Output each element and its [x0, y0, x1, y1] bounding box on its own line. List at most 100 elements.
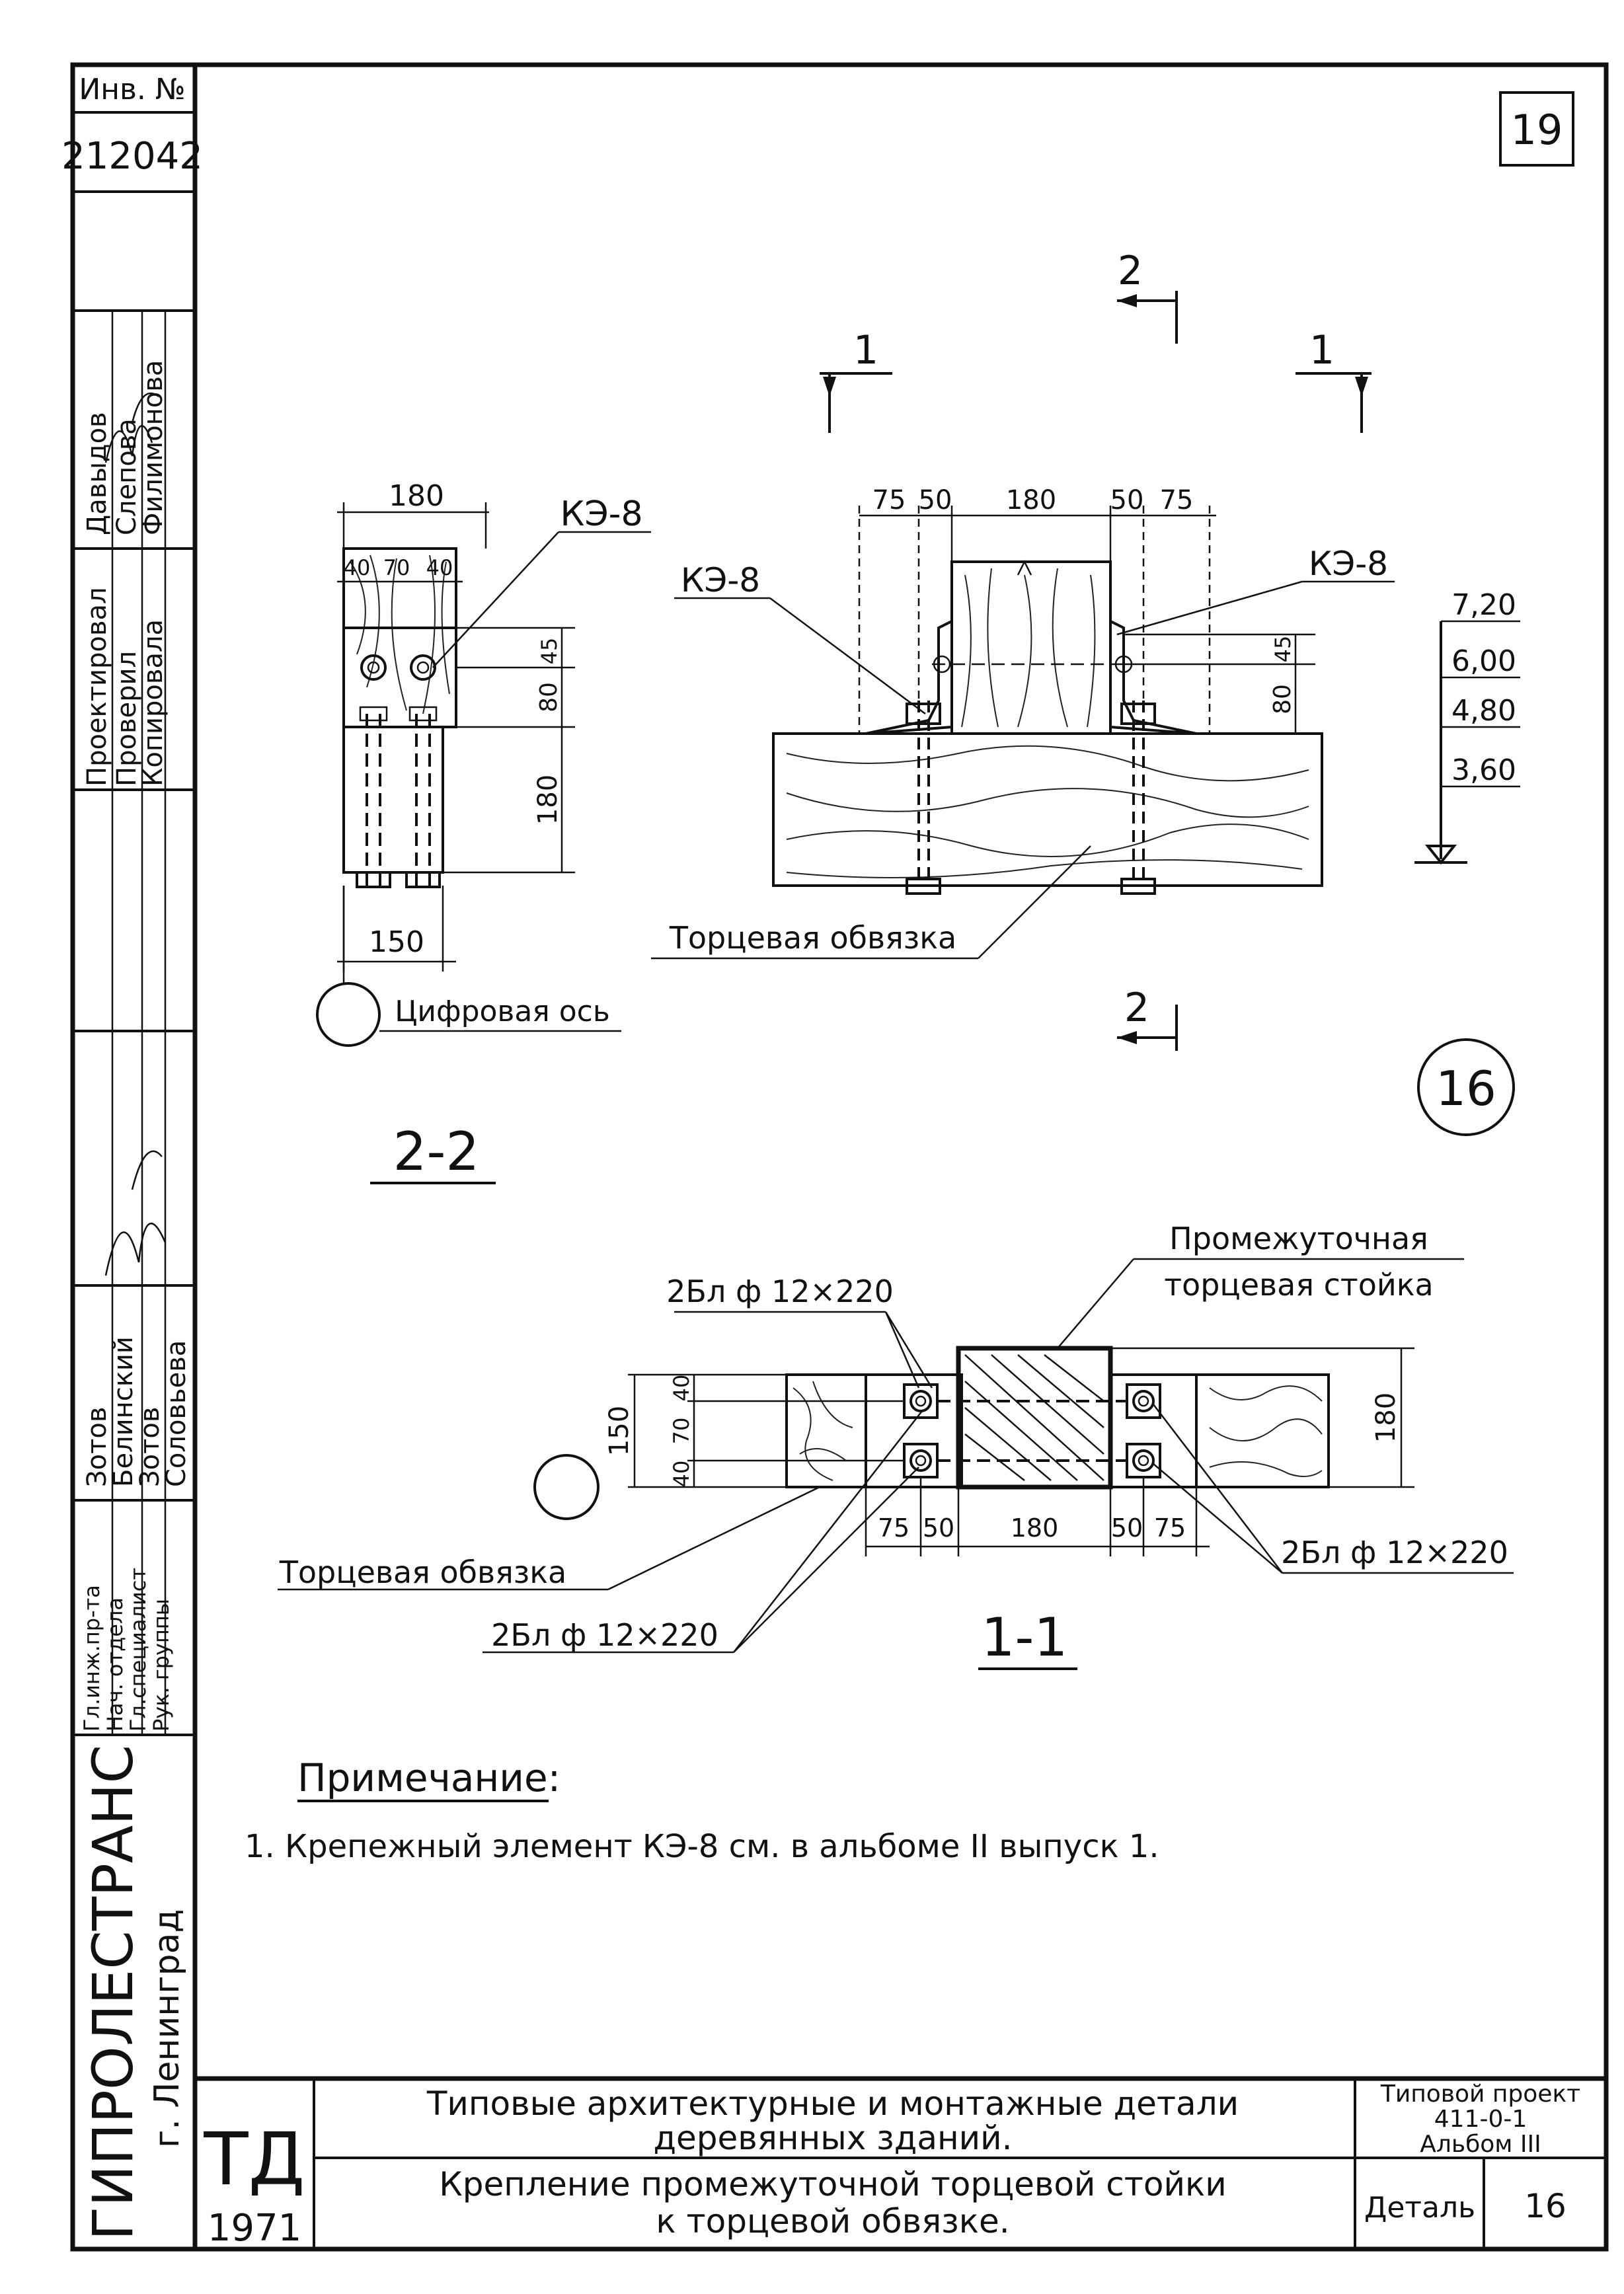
- stamp-name-b3: Зотов: [135, 1407, 165, 1487]
- stamp-name-b4: Соловьева: [161, 1340, 192, 1487]
- elev-beam-label: Торцевая обвязка: [669, 920, 956, 956]
- tb-project-1: Типовой проект: [1380, 2081, 1580, 2108]
- svg-text:ГИПРОЛЕСТРАНС: ГИПРОЛЕСТРАНС: [81, 1745, 145, 2240]
- s22-dim-b: 70: [383, 555, 410, 580]
- s22-dim-bottom: 150: [369, 925, 424, 959]
- s11-post-label-2: торцевая стойка: [1164, 1267, 1433, 1303]
- elev-dim-r1: 45: [1270, 636, 1295, 663]
- s11-dim-b2: 50: [923, 1513, 954, 1543]
- s11-dim-b5: 75: [1154, 1513, 1186, 1543]
- organization-city: г. Ленинград: [147, 1909, 187, 2148]
- sheet-number-box: [1499, 91, 1574, 167]
- s11-beam-label: Торцевая обвязка: [279, 1554, 566, 1590]
- elev-dim-2: 50: [919, 485, 952, 516]
- tb-detail-number: 16: [1524, 2187, 1566, 2225]
- tb-title-2: деревянных зданий.: [653, 2119, 1012, 2157]
- s22-dim-r3: 180: [533, 775, 563, 825]
- s22-dim-r2: 80: [535, 682, 562, 712]
- elev-dim-4: 50: [1110, 485, 1144, 516]
- stamp-name-3: Филимонова: [138, 360, 169, 535]
- level-1: 7,20: [1451, 588, 1516, 622]
- stamp-role-designer: Проектировал: [82, 587, 112, 786]
- cut-mark-2-top: 2: [1118, 248, 1143, 294]
- detail-circle-label: 16: [1436, 1061, 1496, 1116]
- level-3: 4,80: [1451, 694, 1516, 728]
- cut-mark-1-right: 1: [1309, 327, 1334, 373]
- cut-mark-2-bottom: 2: [1124, 985, 1149, 1031]
- svg-text:г. Ленинград: г. Ленинград: [147, 1909, 187, 2148]
- stamp-role-specialist: Гл.специалист: [126, 1568, 151, 1732]
- s11-dim-b3: 180: [1011, 1513, 1059, 1543]
- tb-year: 1971: [208, 2207, 302, 2250]
- s11-post-label-1: Промежуточная: [1169, 1221, 1428, 1256]
- s11-bolt-bottom: 2Бл ф 12×220: [491, 1617, 718, 1653]
- sheet-frame: [70, 62, 1609, 2252]
- svg-text:Давыдов: Давыдов: [82, 412, 112, 535]
- level-2: 6,00: [1451, 644, 1516, 678]
- s22-dim-a: 40: [344, 555, 371, 580]
- stamp-name-b1: Зотов: [82, 1407, 112, 1487]
- tb-detail-label: Деталь: [1364, 2191, 1475, 2225]
- stamp-role-group: Рук. группы: [149, 1599, 174, 1732]
- s11-dim-70: 70: [669, 1418, 694, 1445]
- stamp-role-head: Нач. отдела: [102, 1597, 128, 1732]
- note-text: 1. Крепежный элемент КЭ-8 см. в альбоме …: [245, 1828, 1159, 1865]
- elevation-view: 75 50 180 50 75 45 80 7,20 6,00 4,80 3,6…: [651, 248, 1520, 1136]
- svg-text:Зотов: Зотов: [82, 1407, 112, 1487]
- tb-subtitle-2: к торцевой обвязке.: [656, 2202, 1009, 2240]
- elev-dim-r2: 80: [1269, 684, 1296, 714]
- organization-name: ГИПРОЛЕСТРАНС: [81, 1745, 145, 2240]
- s11-dim-b1: 75: [878, 1513, 909, 1543]
- signature-2: [104, 1150, 167, 1276]
- svg-text:Рук. группы: Рук. группы: [149, 1599, 174, 1732]
- svg-text:Зотов: Зотов: [135, 1407, 165, 1487]
- tb-project-3: Альбом III: [1420, 2131, 1541, 2158]
- tb-code: ТД: [203, 2117, 305, 2201]
- s11-bolt-top: 2Бл ф 12×220: [666, 1274, 894, 1309]
- svg-text:Копировала: Копировала: [138, 619, 169, 786]
- svg-text:Нач. отдела: Нач. отдела: [102, 1597, 128, 1732]
- s11-dim-40b: 40: [669, 1461, 694, 1488]
- stamp-role-copier: Копировала: [138, 619, 169, 786]
- cut-mark-1-left: 1: [853, 327, 878, 373]
- section-2-2: 180 40 70 40 45 80 180 150 КЭ-8 Цифровая…: [316, 479, 651, 1184]
- stamp-name-b2: Белинский: [108, 1336, 139, 1487]
- s22-element: КЭ-8: [560, 494, 642, 534]
- s11-dim-40a: 40: [669, 1375, 694, 1402]
- s22-dim-r1: 45: [537, 638, 562, 665]
- svg-text:Соловьева: Соловьева: [161, 1340, 192, 1487]
- tb-project-2: 411-0-1: [1434, 2106, 1527, 2133]
- s22-dim-top: 180: [389, 479, 444, 513]
- sheet-number: 19: [1511, 106, 1563, 154]
- svg-text:Слепова: Слепова: [112, 418, 142, 535]
- stamp-name-1: Давыдов: [82, 412, 112, 535]
- s11-bolt-right: 2Бл ф 12×220: [1281, 1535, 1508, 1570]
- svg-text:Филимонова: Филимонова: [138, 360, 169, 535]
- s22-title: 2-2: [393, 1121, 480, 1182]
- elev-dim-3: 180: [1006, 485, 1056, 516]
- inv-number: 212042: [61, 135, 203, 178]
- elev-dim-5: 75: [1160, 485, 1194, 516]
- s22-dim-c: 40: [426, 555, 453, 580]
- elev-element-right: КЭ-8: [1309, 545, 1388, 583]
- stamp-name-2: Слепова: [112, 418, 142, 535]
- stamp-role-chief: Гл.инж.пр-та: [79, 1585, 104, 1732]
- inv-label: Инв. №: [79, 73, 185, 106]
- level-4: 3,60: [1451, 753, 1516, 787]
- svg-text:Проектировал: Проектировал: [82, 587, 112, 786]
- elev-element-left: КЭ-8: [681, 561, 760, 599]
- elev-dim-1: 75: [872, 485, 906, 516]
- note-heading: Примечание:: [297, 1755, 561, 1800]
- svg-text:Белинский: Белинский: [108, 1336, 139, 1487]
- tb-subtitle-1: Крепление промежуточной торцевой стойки: [439, 2165, 1226, 2203]
- s11-dim-180: 180: [1371, 1393, 1401, 1443]
- svg-text:Гл.инж.пр-та: Гл.инж.пр-та: [79, 1585, 104, 1732]
- svg-text:Гл.специалист: Гл.специалист: [126, 1568, 151, 1732]
- section-1-1: 150 40 70 40 180 75 50 180 50 75 Промежу…: [278, 1221, 1514, 1670]
- s11-dim-150: 150: [604, 1406, 635, 1456]
- s11-title: 1-1: [982, 1607, 1068, 1668]
- stamp-role-checker: Проверил: [112, 651, 142, 786]
- signature-1: [104, 392, 159, 463]
- s22-axis-label: Цифровая ось: [395, 995, 610, 1028]
